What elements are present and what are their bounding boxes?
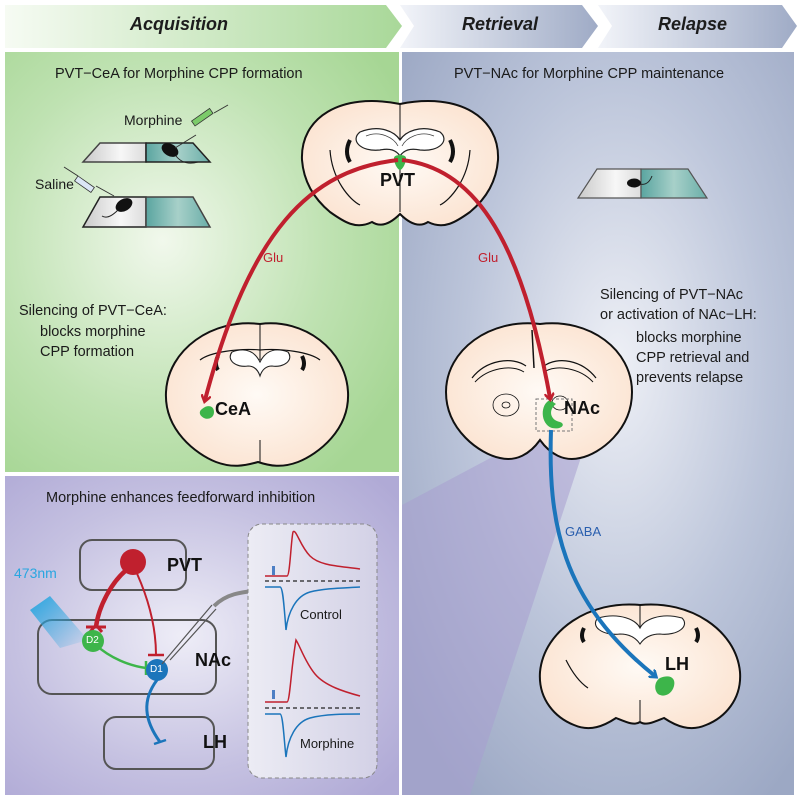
saline-label: Saline <box>35 176 74 192</box>
trace-control-ipsc <box>265 586 361 631</box>
circuit-label-pvt: PVT <box>167 555 203 575</box>
cell-label-d1: D1 <box>150 664 163 675</box>
cpp-box-retrieval <box>576 168 709 199</box>
cell-label-d2: D2 <box>86 635 99 646</box>
circuit-diagram <box>30 539 263 770</box>
panel-acquisition-title: PVT−CeA for Morphine CPP formation <box>55 66 303 82</box>
brain-section-lh <box>538 603 742 729</box>
light-beam <box>30 596 88 648</box>
brain-section-pvt <box>300 100 500 227</box>
trace-morphine-epsc <box>265 638 361 703</box>
finding-line-5: prevents relapse <box>636 370 744 386</box>
d2-neuron <box>82 630 104 652</box>
trace-control-epsc <box>265 530 361 577</box>
circuit-label-lh: LH <box>203 732 227 752</box>
morphine-label: Morphine <box>124 112 183 128</box>
trace-morphine-ipsc <box>265 713 361 758</box>
box-pvt <box>79 539 187 591</box>
zoom-wedge <box>402 430 590 795</box>
phase-label-retrieval: Retrieval <box>462 14 539 34</box>
stim-marker-control <box>272 566 275 575</box>
cpp-box-morphine <box>81 142 212 163</box>
cpp-box-saline <box>81 196 212 228</box>
region-label-lh: LH <box>665 654 689 674</box>
box-nac <box>37 619 217 695</box>
silencing-cea-heading: Silencing of PVT−CeA: <box>19 303 167 319</box>
phase-banner <box>5 5 797 48</box>
region-label-nac: NAc <box>564 398 601 418</box>
panel-retrieval-title: PVT−NAc for Morphine CPP maintenance <box>454 66 725 82</box>
mouse-icon <box>161 143 199 164</box>
phase-arrow-retrieval <box>400 5 598 48</box>
phase-label-relapse: Relapse <box>658 14 728 34</box>
cea-highlight <box>199 406 214 419</box>
projection-pvt-nac <box>401 158 550 398</box>
box-lh <box>103 716 215 770</box>
silencing-cea-result-1: blocks morphine <box>40 324 146 340</box>
finding-line-1: Silencing of PVT−NAc <box>600 287 744 303</box>
trace-panel <box>247 523 378 779</box>
trace-label-morphine: Morphine <box>300 736 355 751</box>
finding-line-4: CPP retrieval and <box>636 350 750 366</box>
syringe-morphine-icon <box>174 104 229 149</box>
finding-line-3: blocks morphine <box>636 330 742 346</box>
phase-arrow-relapse <box>598 5 797 48</box>
region-label-pvt: PVT <box>380 170 416 190</box>
region-label-cea: CeA <box>215 399 252 419</box>
panel-circuit-title: Morphine enhances feedforward inhibition <box>46 490 316 506</box>
stim-marker-morphine <box>272 690 275 699</box>
phase-arrow-acquisition <box>5 5 402 48</box>
syringe-saline-icon <box>63 166 115 197</box>
finding-line-2: or activation of NAc−LH: <box>600 307 757 323</box>
projection-nac-lh <box>548 429 655 676</box>
transmitter-glu-left: Glu <box>263 250 284 265</box>
light-wavelength-label: 473nm <box>14 565 57 581</box>
d1-neuron <box>146 659 168 681</box>
pvt-neuron <box>120 549 146 575</box>
nac-highlight <box>542 400 563 429</box>
mouse-icon <box>101 198 133 218</box>
projection-pvt-cea <box>205 158 399 400</box>
circuit-label-nac: NAc <box>195 650 232 670</box>
transmitter-gaba: GABA <box>565 524 602 539</box>
trace-label-control: Control <box>300 607 342 622</box>
brain-section-nac <box>444 322 634 460</box>
silencing-cea-result-2: CPP formation <box>40 344 135 360</box>
phase-label-acquisition: Acquisition <box>130 14 228 34</box>
mouse-icon <box>627 178 641 188</box>
transmitter-glu-right: Glu <box>478 250 499 265</box>
lh-highlight <box>655 676 675 696</box>
brain-section-cea <box>164 322 350 467</box>
